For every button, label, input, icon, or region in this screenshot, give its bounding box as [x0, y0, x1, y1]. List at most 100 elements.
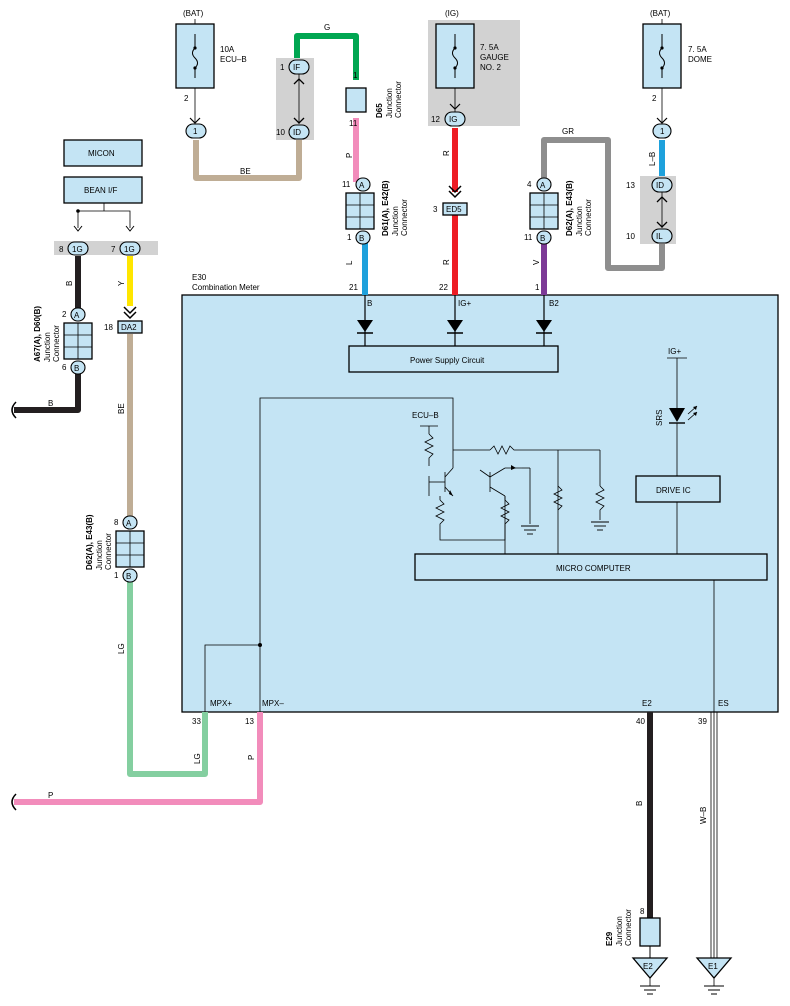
meter-pin-1: 1 — [535, 283, 540, 292]
ground-e1-label: E1 — [708, 962, 718, 971]
meter-pin-label-mpxplus: MPX+ — [210, 699, 232, 708]
id-label: ID — [293, 128, 301, 137]
d62-top-b-label: B — [540, 234, 545, 243]
wire-label-g: G — [324, 23, 330, 32]
d62-left-sub1: Junction — [95, 540, 104, 570]
d65-code: D65 — [375, 103, 384, 118]
ig1-label: 1G — [72, 245, 83, 254]
meter-pin-22: 22 — [439, 283, 448, 292]
d62-left-a-label: A — [126, 519, 132, 528]
d65-sub2: Connector — [394, 81, 403, 118]
fuse-gauge-pin: 12 — [431, 115, 440, 124]
wire-break-bottom — [11, 793, 17, 811]
srs-label: SRS — [655, 410, 664, 426]
d62-top-pin-b: 11 — [524, 233, 533, 242]
fuse-ecu-b-supply: (BAT) — [183, 9, 204, 18]
wire-gr — [541, 137, 665, 271]
wire-label-y: Y — [117, 280, 126, 286]
junction-if-id: IF 1 ID 10 — [276, 58, 314, 140]
d62-left-code: D62(A), E43(B) — [85, 514, 94, 570]
ig2-label: 1G — [124, 245, 135, 254]
meter-pin-label-b2: B2 — [549, 299, 559, 308]
d65-sub1: Junction — [385, 88, 394, 118]
connector-d61: 11 A B 1 D61(A), E42(B) Junction Connect… — [342, 177, 409, 245]
ground-e1: E1 — [695, 957, 733, 995]
connector-da2: DA2 18 — [104, 306, 143, 334]
meter-pin-label-b: B — [367, 299, 372, 308]
e29-sub1: Junction — [615, 916, 624, 946]
ig2-pin: 7 — [111, 245, 116, 254]
ig-label: IG — [449, 115, 457, 124]
e29-code: E29 — [605, 931, 614, 946]
wire-b-out — [14, 372, 81, 413]
wire-label-b-out: B — [48, 399, 53, 408]
fuse-gauge-name: GAUGE — [480, 53, 509, 62]
wire-label-b-e2: B — [635, 801, 644, 806]
a67-sub1: Junction — [43, 332, 52, 362]
if-label: IF — [293, 63, 300, 72]
ed5-pin: 3 — [433, 205, 438, 214]
d61-sub2: Connector — [400, 199, 409, 236]
meter-pin-label-igplus: IG+ — [458, 299, 471, 308]
d61-pin-b: 1 — [347, 233, 352, 242]
a67-a-label: A — [74, 311, 80, 320]
wire-label-gr: GR — [562, 127, 574, 136]
d61-a-label: A — [359, 181, 365, 190]
d62-left-b-label: B — [126, 572, 131, 581]
d61-pin-a: 11 — [342, 180, 351, 189]
d62-left-pin-a: 8 — [114, 518, 119, 527]
dome-il-pin: 10 — [626, 232, 635, 241]
connector-a67: 2 A B 6 A67(A), D60(B) Junction Connecto… — [33, 306, 93, 375]
wire-label-b-left: B — [65, 281, 74, 286]
meter-code: E30 — [192, 273, 207, 282]
wire-g — [294, 33, 359, 80]
wire-p-bottom — [14, 712, 263, 805]
d62-top-code: D62(A), E43(B) — [565, 180, 574, 236]
wire-label-p-bottom: P — [48, 791, 53, 800]
wire-label-r2: R — [442, 259, 451, 265]
internal-circuit — [204, 397, 605, 712]
bat1-pin-label: 1 — [193, 127, 198, 136]
connector-d62-left: 8 A B 1 D62(A), E43(B) Junction Connecto… — [85, 514, 145, 583]
ground-e2-label: E2 — [643, 962, 653, 971]
d62-top-pin-a: 4 — [527, 180, 532, 189]
wire-label-p-mid: P — [247, 755, 256, 760]
drive-ic-box — [635, 475, 721, 503]
power-supply-box — [348, 345, 559, 373]
d62-left-sub2: Connector — [104, 533, 113, 570]
ecu-b-internal-label: ECU–B — [412, 411, 439, 420]
fuse-gauge: (IG) 7. 5A GAUGE NO. 2 IG 12 — [428, 9, 520, 127]
power-supply-label: Power Supply Circuit — [410, 356, 485, 365]
fuse-gauge-supply: (IG) — [445, 9, 459, 18]
e29-pin: 8 — [640, 907, 645, 916]
micon-module: MICON BEAN I/F 1G 8 1G 7 — [54, 139, 158, 256]
micon-label: MICON — [88, 149, 115, 158]
wire-label-lg1: LG — [117, 643, 126, 654]
ed5-label: ED5 — [446, 205, 462, 214]
meter-top-pins: 21 22 1 B IG+ B2 — [349, 283, 559, 346]
igplus-internal-label: IG+ — [668, 347, 681, 356]
dome-il-label: IL — [656, 232, 663, 241]
a67-pin-b: 6 — [62, 363, 67, 372]
micro-computer-box — [414, 553, 768, 581]
fuse-dome-name: DOME — [688, 55, 712, 64]
d65-pin-top: 1 — [353, 71, 358, 80]
ground-e2: E2 — [631, 957, 669, 995]
ig1-pin: 8 — [59, 245, 64, 254]
wire-label-lb: L–B — [648, 152, 657, 166]
fuse-dome-pin: 2 — [652, 94, 657, 103]
fuse-dome: (BAT) 7. 5A DOME 2 1 — [642, 9, 712, 139]
meter-bottom-pins: MPX+ MPX– E2 ES 33 13 40 39 — [192, 699, 729, 726]
id-pin: 10 — [276, 128, 285, 137]
fuse-ecu-b-name: ECU–B — [220, 55, 247, 64]
wire-be-top — [193, 140, 302, 181]
e29-sub2: Connector — [624, 909, 633, 946]
wire-label-v: V — [532, 259, 541, 265]
da2-label: DA2 — [121, 323, 137, 332]
wire-label-be-top: BE — [240, 167, 251, 176]
meter-pin-39: 39 — [698, 717, 707, 726]
wire-lg — [127, 580, 208, 777]
bean-label: BEAN I/F — [84, 186, 117, 195]
internal-grounds — [521, 521, 609, 535]
